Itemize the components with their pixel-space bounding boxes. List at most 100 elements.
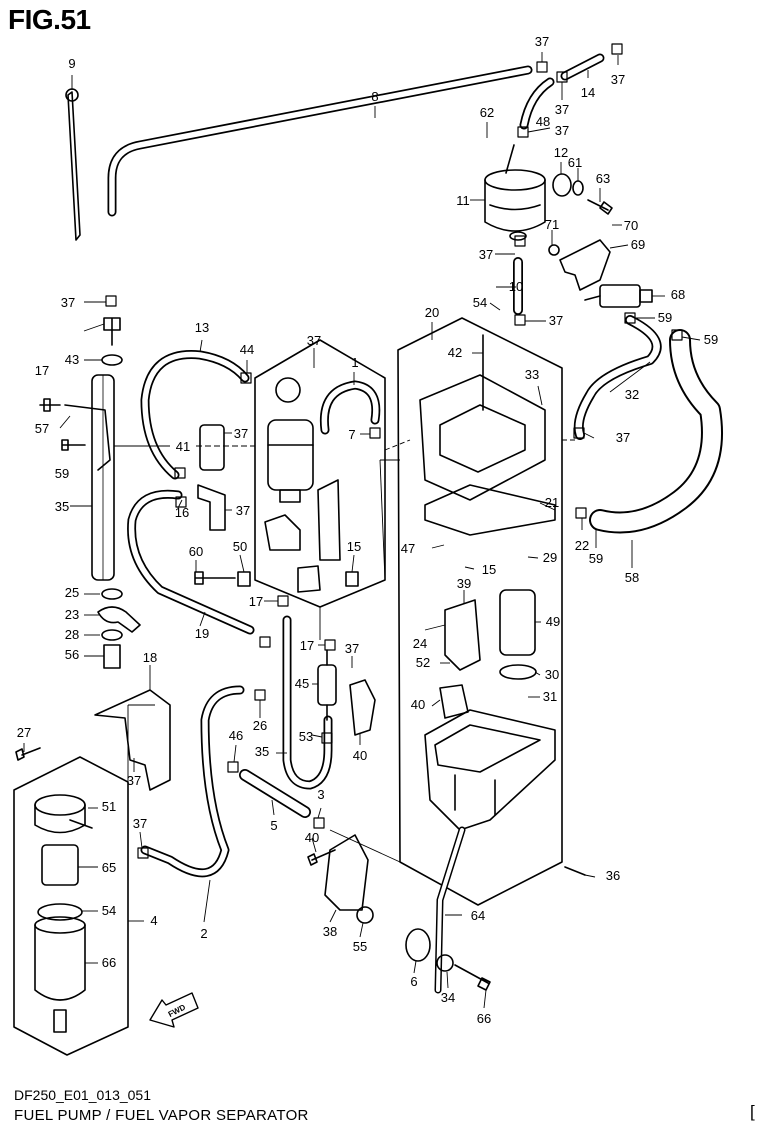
- separator-body: [424, 709, 556, 831]
- callout-71: 71: [545, 217, 559, 232]
- callout-6: 6: [410, 974, 417, 989]
- part-3-filter-head: [34, 794, 93, 834]
- part-5-filter-element: [41, 844, 79, 886]
- fuel-pump-group-outline: [254, 339, 386, 608]
- callout-28: 28: [65, 627, 79, 642]
- callout-15: 15: [347, 539, 361, 554]
- callout-62: 62: [480, 105, 494, 120]
- callout-2: 2: [200, 926, 207, 941]
- callout-37: 37: [127, 773, 141, 788]
- callout-38: 38: [323, 924, 337, 939]
- part-64-bracket: [324, 834, 369, 911]
- part-63-bolt: [587, 199, 613, 215]
- part-15-collar-a: [237, 571, 251, 587]
- callout-31: 31: [543, 689, 557, 704]
- callout-55: 55: [353, 939, 367, 954]
- part-17-washer-a: [101, 354, 123, 366]
- callout-10: 10: [509, 279, 523, 294]
- callout-64: 64: [471, 908, 485, 923]
- callout-40: 40: [411, 697, 425, 712]
- callout-35: 35: [255, 744, 269, 759]
- callout-34: 34: [441, 990, 455, 1005]
- callout-37: 37: [616, 430, 630, 445]
- callout-15: 15: [482, 562, 496, 577]
- callout-37: 37: [549, 313, 563, 328]
- callout-27: 27: [17, 725, 31, 740]
- separator-cover: [419, 374, 546, 501]
- callout-66: 66: [102, 955, 116, 970]
- callout-70: 70: [624, 218, 638, 233]
- part-22-gasket: [424, 484, 556, 536]
- part-17-washer-b: [101, 588, 123, 600]
- callout-17: 17: [300, 638, 314, 653]
- callout-47: 47: [401, 541, 415, 556]
- callout-66: 66: [477, 1011, 491, 1026]
- callout-51: 51: [102, 799, 116, 814]
- callout-26: 26: [253, 718, 267, 733]
- callout-13: 13: [195, 320, 209, 335]
- part-35-screw-a: [61, 439, 86, 451]
- callout-68: 68: [671, 287, 685, 302]
- drawing-code: DF250_E01_013_051: [14, 1087, 152, 1103]
- part-12-grommet: [552, 173, 572, 197]
- part-66-washer-a: [356, 906, 374, 924]
- callout-57: 57: [35, 421, 49, 436]
- part-68-valve: [584, 284, 653, 308]
- callout-37: 37: [479, 247, 493, 262]
- part-11-canister: [484, 144, 546, 241]
- part-9-strap: [67, 91, 81, 241]
- callout-59: 59: [55, 466, 69, 481]
- callout-37: 37: [236, 503, 250, 518]
- part-13-bolt: [103, 317, 121, 346]
- part-24-electric-pump: [499, 589, 537, 680]
- callout-61: 61: [568, 155, 582, 170]
- part-41-clip: [64, 404, 111, 471]
- part-4-o-ring: [37, 903, 83, 921]
- fwd-label: FWD: [167, 1002, 188, 1019]
- part-46-bolt: [15, 747, 41, 761]
- callout-17: 17: [35, 363, 49, 378]
- part-42-screw: [39, 398, 61, 412]
- callout-59: 59: [589, 551, 603, 566]
- callout-23: 23: [65, 607, 79, 622]
- callout-20: 20: [425, 305, 439, 320]
- callout-37: 37: [234, 426, 248, 441]
- callout-19: 19: [195, 626, 209, 641]
- callout-1: 1: [351, 355, 358, 370]
- callout-30: 30: [545, 667, 559, 682]
- callout-24: 24: [413, 636, 427, 651]
- callout-54: 54: [102, 903, 116, 918]
- callout-37: 37: [611, 72, 625, 87]
- edge-bracket-mark: [: [750, 1102, 755, 1121]
- part-15-collar-b: [345, 571, 359, 587]
- callout-53: 53: [299, 729, 313, 744]
- part-45-bracket: [94, 689, 171, 791]
- callout-3: 3: [317, 787, 324, 802]
- part-52-inline-filter: [317, 649, 337, 721]
- callout-46: 46: [229, 728, 243, 743]
- callout-22: 22: [575, 538, 589, 553]
- callout-48: 48: [536, 114, 550, 129]
- callout-11: 11: [456, 193, 470, 208]
- callout-44: 44: [240, 342, 254, 357]
- callout-17: 17: [249, 594, 263, 609]
- callout-52: 52: [416, 655, 430, 670]
- callout-40: 40: [353, 748, 367, 763]
- part-6-filter-bowl: [34, 916, 86, 1033]
- callout-33: 33: [525, 367, 539, 382]
- fwd-arrow: [149, 992, 199, 1028]
- part-1-fuel-pump: [264, 377, 341, 561]
- callout-32: 32: [625, 387, 639, 402]
- callout-58: 58: [625, 570, 639, 585]
- callout-25: 25: [65, 585, 79, 600]
- part-7-filter: [199, 424, 225, 471]
- part-17-washer-c: [101, 629, 123, 641]
- part-66-washer-b: [436, 954, 454, 972]
- part-67-bolt: [454, 964, 491, 991]
- callout-8: 8: [371, 89, 378, 104]
- callout-29: 29: [543, 550, 557, 565]
- callout-63: 63: [596, 171, 610, 186]
- callout-42: 42: [448, 345, 462, 360]
- callout-50: 50: [233, 539, 247, 554]
